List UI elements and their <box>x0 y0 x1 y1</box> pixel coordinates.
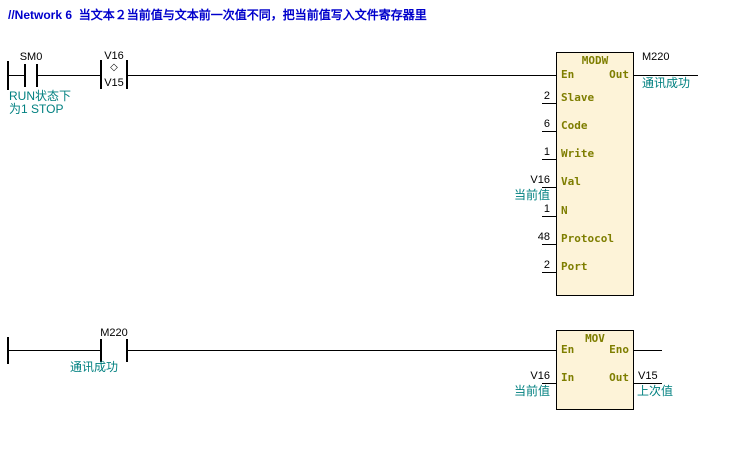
modw-function-block[interactable]: MODW En Out Slave Code Write Val N Proto… <box>556 52 634 296</box>
wire-segment <box>8 350 100 351</box>
contact-sm0-operand[interactable]: SM0 <box>19 51 43 63</box>
contact-sm0-comment-line2: 为1 STOP <box>9 102 64 116</box>
modw-out-comment: 通讯成功 <box>642 76 691 90</box>
mov-en-pin-label: En <box>561 343 575 356</box>
contact-bar <box>100 339 102 362</box>
wire-segment <box>634 75 698 76</box>
pin-stub <box>542 131 556 132</box>
pin-stub <box>542 216 556 217</box>
modw-write-value[interactable]: 1 <box>543 146 550 158</box>
contact-bar <box>36 64 38 87</box>
contact-bar <box>126 60 128 89</box>
wire-segment <box>634 350 662 351</box>
contact-bar <box>126 339 128 362</box>
pin-stub <box>542 383 556 384</box>
modw-code-value[interactable]: 6 <box>543 118 550 130</box>
modw-val-value[interactable]: V16 <box>530 174 550 186</box>
modw-pin-label-port: Port <box>561 260 588 273</box>
modw-out-operand[interactable]: M220 <box>642 51 670 63</box>
wire-segment <box>8 75 24 76</box>
modw-pin-label-code: Code <box>561 119 588 132</box>
normally-open-contact-sm0[interactable] <box>24 64 38 87</box>
contact-sm0-comment-line1: RUN状态下 <box>9 89 71 103</box>
pin-stub <box>634 383 662 384</box>
modw-slave-value[interactable]: 2 <box>543 90 550 102</box>
mov-out-pin-label: Out <box>609 371 629 384</box>
mov-block-title: MOV <box>585 332 605 345</box>
mov-in-value[interactable]: V16 <box>530 370 550 382</box>
mov-out-comment: 上次值 <box>637 384 674 398</box>
wire-segment <box>128 75 556 76</box>
network-title: //Network 6 当文本２当前值与文本前一次值不同，把当前值写入文件寄存器… <box>8 8 427 22</box>
contact-bar <box>100 60 102 89</box>
modw-val-comment: 当前值 <box>513 188 550 202</box>
modw-pin-label-write: Write <box>561 147 595 160</box>
pin-stub <box>542 272 556 273</box>
mov-out-operand[interactable]: V15 <box>638 370 658 382</box>
modw-en-pin-label: En <box>561 68 575 81</box>
contact-m220-comment: 通讯成功 <box>70 360 119 374</box>
modw-pin-label-val: Val <box>561 175 581 188</box>
pin-stub <box>542 244 556 245</box>
pin-stub <box>542 187 556 188</box>
mov-in-pin-label: In <box>561 371 575 384</box>
compare-contact-top-operand[interactable]: V16 <box>104 50 124 62</box>
normally-open-contact-m220[interactable] <box>100 339 128 362</box>
modw-pin-label-slave: Slave <box>561 91 595 104</box>
modw-protocol-value[interactable]: 48 <box>537 231 550 243</box>
compare-contact-v16-v15[interactable] <box>100 60 128 89</box>
mov-in-comment: 当前值 <box>513 384 550 398</box>
contact-bar <box>24 64 26 87</box>
wire-segment <box>38 75 100 76</box>
mov-eno-pin-label: Eno <box>609 343 629 356</box>
modw-block-title: MODW <box>581 54 609 67</box>
modw-pin-label-n: N <box>561 204 568 217</box>
modw-pin-label-protocol: Protocol <box>561 232 614 245</box>
pin-stub <box>542 159 556 160</box>
modw-out-pin-label: Out <box>609 68 629 81</box>
modw-port-value[interactable]: 2 <box>543 259 550 271</box>
pin-stub <box>542 103 556 104</box>
compare-contact-bottom-operand[interactable]: V15 <box>104 77 124 89</box>
not-equal-operator-icon: ◇ <box>110 62 118 73</box>
contact-m220-operand[interactable]: M220 <box>100 327 128 339</box>
modw-n-value[interactable]: 1 <box>543 203 550 215</box>
mov-function-block[interactable]: MOV En Eno In Out <box>556 330 634 410</box>
wire-segment <box>128 350 556 351</box>
